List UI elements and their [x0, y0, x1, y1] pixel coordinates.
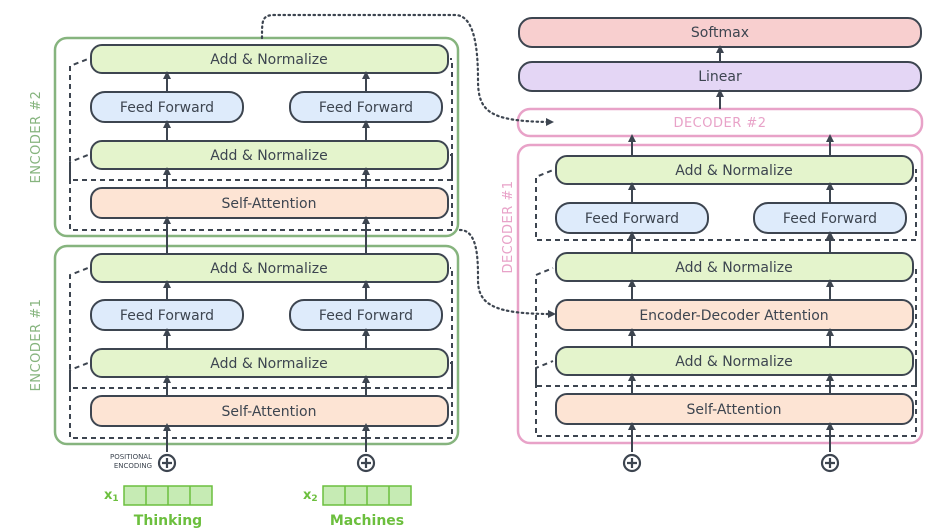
dec1-add-normalize-low-label: Add & Normalize [675, 354, 792, 370]
decoder-1-label: DECODER #1 [501, 180, 516, 273]
dec1-add-normalize-top-label: Add & Normalize [675, 163, 792, 179]
dec1-feed-forward-2-label: Feed Forward [783, 211, 877, 227]
dec1-self-attention [555, 393, 914, 425]
input-word-machines: Machines [330, 513, 404, 529]
enc2-add-normalize-mid-label: Add & Normalize [210, 148, 327, 164]
encoder-1-label: ENCODER #1 [29, 299, 44, 392]
enc2-self-attention-label: Self-Attention [222, 196, 317, 212]
encoder-2-label: ENCODER #2 [29, 91, 44, 184]
input-word-thinking: Thinking [134, 513, 202, 529]
decoder-1-container [516, 143, 924, 445]
input-embedding-x1: x1 [104, 485, 213, 506]
enc2-feed-forward-1-label: Feed Forward [120, 100, 214, 116]
dotted-arrowhead-encdec [548, 310, 556, 318]
softmax-label: Softmax [691, 25, 749, 41]
enc2-feed-forward-2-label: Feed Forward [319, 100, 413, 116]
enc2-self-attention [90, 187, 449, 219]
encoder-2-container [53, 36, 460, 238]
enc2-add-normalize-top-label: Add & Normalize [210, 52, 327, 68]
dec1-feed-forward-1-label: Feed Forward [585, 211, 679, 227]
enc1-add-normalize-top-label: Add & Normalize [210, 261, 327, 277]
dec1-self-attention-label: Self-Attention [687, 402, 782, 418]
input-embedding-x2: x2 [303, 485, 412, 506]
enc1-self-attention [90, 395, 449, 427]
residual-connections [69, 58, 917, 439]
enc2-add-normalize-mid [90, 140, 449, 170]
dotted-arrowhead-decoder2 [546, 118, 554, 126]
enc1-self-attention-label: Self-Attention [222, 404, 317, 420]
enc1-add-normalize-mid [90, 348, 449, 378]
dec1-enc-dec-attention [555, 299, 914, 331]
enc1-feed-forward-2-label: Feed Forward [319, 308, 413, 324]
x2-label: x2 [303, 488, 318, 504]
decoder-2-label: DECODER #2 [673, 116, 766, 131]
positional-encoding-label-2: ENCODING [114, 462, 152, 470]
enc1-add-normalize-mid-label: Add & Normalize [210, 356, 327, 372]
enc1-feed-forward-1-label: Feed Forward [120, 308, 214, 324]
x1-label: x1 [104, 488, 119, 504]
encoder-decoder-links [260, 13, 554, 316]
encoder-1-container [53, 244, 460, 446]
dec1-add-normalize-mid [555, 252, 914, 282]
enc1-add-normalize-top [90, 253, 449, 283]
dec1-enc-dec-attention-label: Encoder-Decoder Attention [639, 308, 828, 324]
dec1-add-normalize-mid-label: Add & Normalize [675, 260, 792, 276]
enc2-add-normalize-top [90, 44, 449, 74]
dec1-add-normalize-top [555, 155, 914, 185]
positional-encoding-add [157, 453, 840, 473]
dec1-add-normalize-low [555, 346, 914, 376]
linear-label: Linear [698, 69, 742, 85]
positional-encoding-label-1: POSITIONAL [110, 453, 152, 461]
